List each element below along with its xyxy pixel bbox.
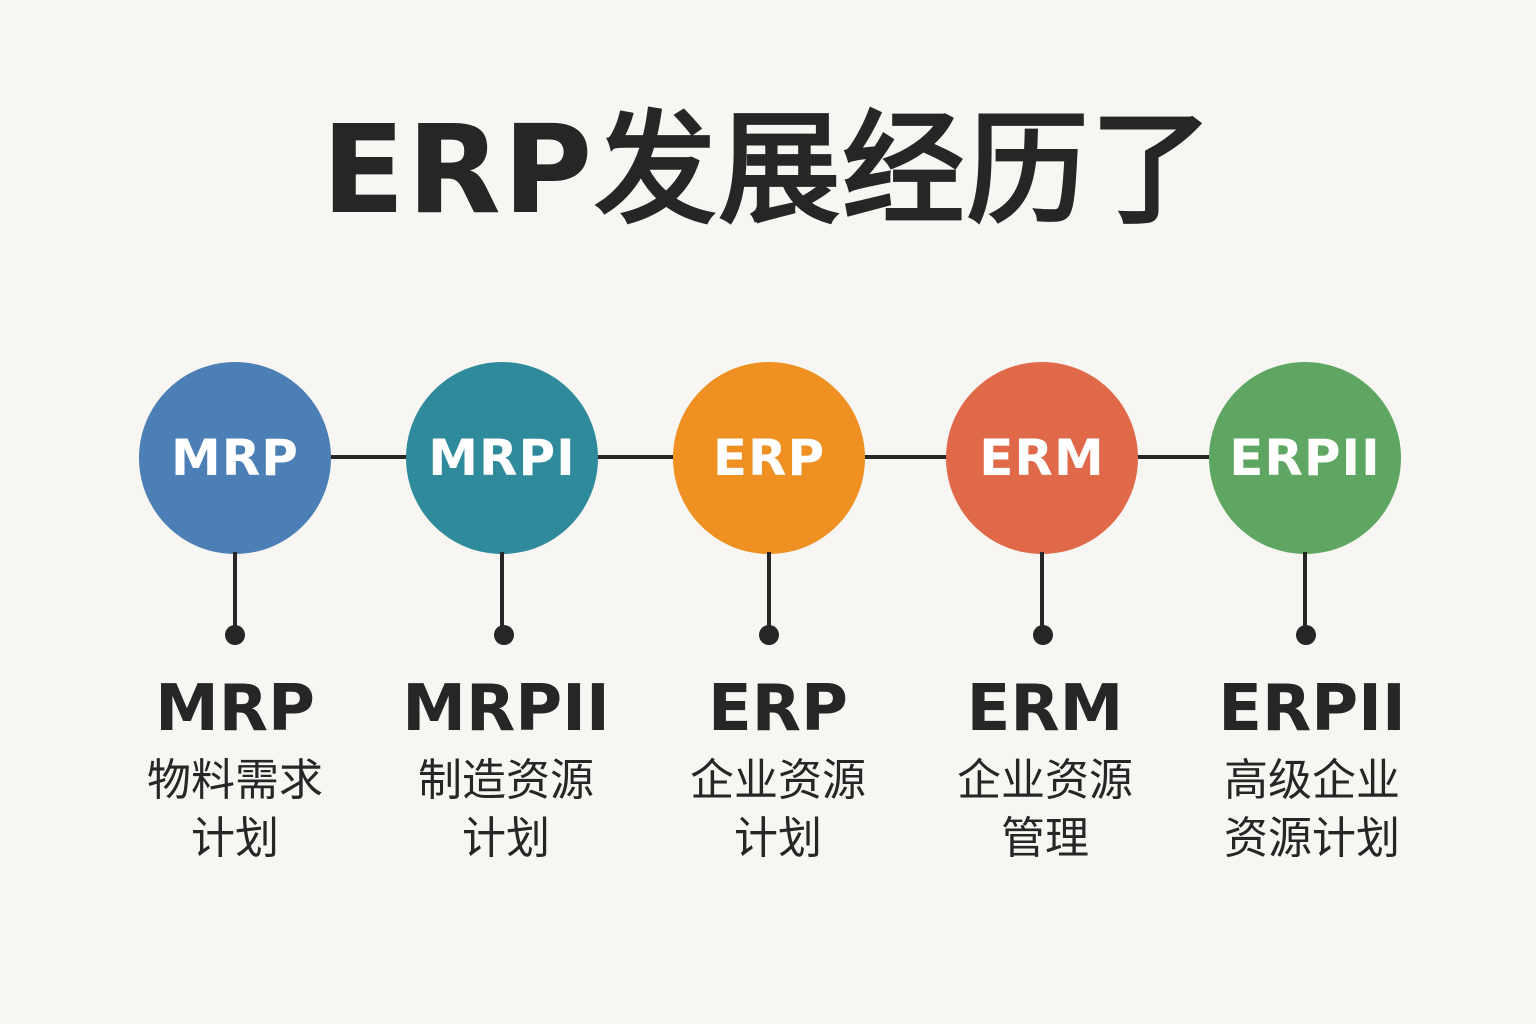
connector-line <box>596 455 678 459</box>
stage-circle-label: ERPII <box>1229 429 1381 487</box>
stage-abbr: ERM <box>966 672 1124 746</box>
diagram-title: ERP发展经历了 <box>321 99 1215 241</box>
stage-abbr: ERP <box>708 672 848 746</box>
stage-description: 高级企业资源计划 <box>1224 755 1400 864</box>
stage-dot <box>1296 625 1316 645</box>
stage-circle-erpii: ERPII <box>1209 362 1401 554</box>
stage-abbr: MRP <box>155 672 315 746</box>
stage-dot <box>759 625 779 645</box>
stage-circle-mrpii: MRPI <box>406 362 598 554</box>
stage-circle-erm: ERM <box>946 362 1138 554</box>
stage-dot <box>494 625 514 645</box>
stage-circle-label: MRP <box>171 429 299 487</box>
stage-circle-label: MRPI <box>428 429 576 487</box>
stage-circle-label: ERM <box>979 429 1105 487</box>
stage-description: 物料需求计划 <box>147 755 323 864</box>
stage-circle-label: ERP <box>712 429 826 487</box>
stage-abbr: MRPII <box>402 672 610 746</box>
stage-description: 企业资源计划 <box>690 755 866 864</box>
stage-label-mrpii: MRPII 制造资源计划 <box>366 672 646 868</box>
stage-dot <box>225 625 245 645</box>
stage-label-erpii: ERPII 高级企业资源计划 <box>1172 672 1452 868</box>
stage-label-mrp: MRP 物料需求计划 <box>95 672 375 868</box>
connector-line <box>328 455 412 459</box>
stage-stem <box>767 552 771 634</box>
stage-stem <box>1040 552 1044 634</box>
stage-stem <box>500 552 504 634</box>
stage-circle-erp: ERP <box>673 362 865 554</box>
connector-line <box>1134 455 1214 459</box>
connector-line <box>862 455 950 459</box>
stage-label-erp: ERP 企业资源计划 <box>638 672 918 868</box>
stage-description: 制造资源计划 <box>418 755 594 864</box>
stage-abbr: ERPII <box>1218 672 1406 746</box>
stage-stem <box>233 552 237 634</box>
stage-label-erm: ERM 企业资源管理 <box>905 672 1185 868</box>
stage-stem <box>1303 552 1307 634</box>
stage-dot <box>1033 625 1053 645</box>
stage-circle-mrp: MRP <box>139 362 331 554</box>
stage-description: 企业资源管理 <box>957 755 1133 864</box>
